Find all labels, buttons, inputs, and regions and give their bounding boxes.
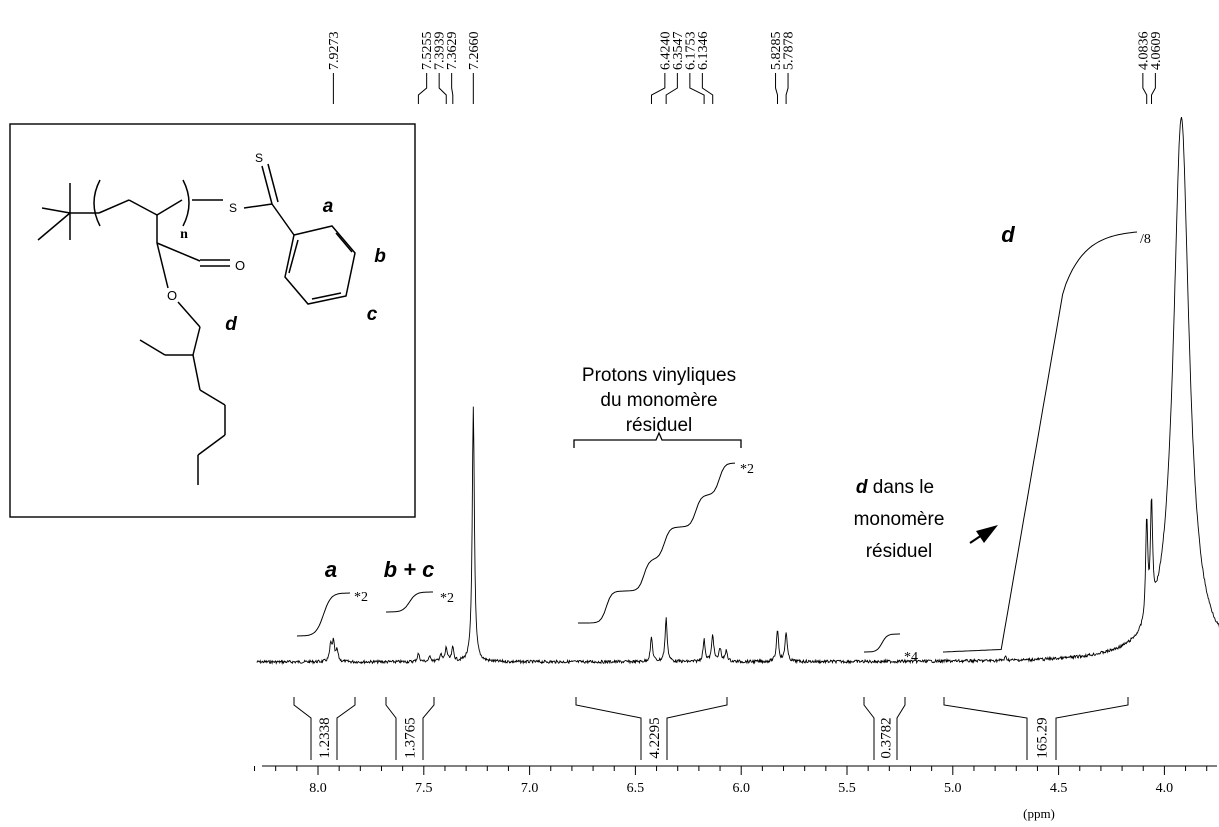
peak-label: 4.0609 bbox=[1149, 32, 1164, 71]
peak-label-leader bbox=[701, 73, 714, 104]
x-axis-tick-label: 6.0 bbox=[732, 781, 750, 796]
spectrum-trace bbox=[256, 117, 1219, 665]
peak-label: 7.9273 bbox=[327, 32, 342, 71]
vinyl-annotation-line-3: résiduel bbox=[626, 415, 693, 436]
ester-oxygen-atom: O bbox=[167, 288, 177, 303]
integral-bracket bbox=[293, 697, 356, 760]
peak-label-leader bbox=[665, 73, 678, 104]
peak-label-leader bbox=[650, 73, 666, 104]
annotation-a: a bbox=[325, 557, 337, 582]
integral-scale-label: *2 bbox=[440, 591, 454, 606]
residual-d-label: d bbox=[856, 477, 868, 498]
peak-label-leader bbox=[1151, 73, 1156, 104]
integral-curve bbox=[578, 462, 736, 624]
peak-label: 7.5255 bbox=[420, 32, 435, 71]
peak-label: 6.3547 bbox=[671, 32, 686, 71]
x-axis-tick-label: 4.0 bbox=[1156, 781, 1174, 796]
residual-d-line-2: monomère bbox=[854, 509, 945, 530]
repeat-subscript-n: n bbox=[180, 227, 188, 242]
vinyl-annotation-line-2: du monomère bbox=[600, 390, 717, 411]
chemical-structure: S S O O n a b c d bbox=[9, 123, 416, 518]
peak-label-leader bbox=[451, 73, 454, 104]
peak-label: 6.4240 bbox=[658, 32, 673, 71]
peak-label: 7.3939 bbox=[433, 32, 448, 71]
peak-label: 4.0836 bbox=[1136, 32, 1151, 71]
structure-label-b: b bbox=[374, 246, 386, 267]
sulfur-atom: S bbox=[229, 201, 237, 215]
x-axis: 8.07.57.06.56.05.55.04.54.03.53.0 bbox=[254, 765, 1217, 796]
integral-scale-label: *4 bbox=[904, 650, 918, 665]
residual-d-arrow-head bbox=[976, 525, 998, 543]
integral-value: 0.3782 bbox=[879, 717, 895, 758]
integral-value: 1.3765 bbox=[403, 717, 419, 758]
peak-label-leader bbox=[689, 73, 705, 104]
x-axis-tick-label: 5.5 bbox=[838, 781, 856, 796]
thione-sulfur-atom: S bbox=[255, 151, 263, 165]
structure-label-a: a bbox=[323, 196, 334, 217]
vinyl-annotation-line-1: Protons vinyliques bbox=[582, 365, 736, 386]
x-axis-tick-label: 8.0 bbox=[309, 781, 327, 796]
x-axis-tick-label: 4.5 bbox=[1050, 781, 1068, 796]
integral-curve bbox=[942, 231, 1138, 653]
residual-d-line-3: résiduel bbox=[866, 541, 933, 562]
peak-label-leader bbox=[1142, 73, 1148, 104]
peak-label-leader bbox=[417, 73, 428, 104]
x-axis-unit-label: (ppm) bbox=[1023, 806, 1055, 821]
integral-bracket bbox=[385, 697, 435, 760]
integral-scale-label: *2 bbox=[740, 462, 754, 477]
integral-curves: *2 *2 *2 *4/8 bbox=[297, 231, 1151, 665]
x-axis-tick-label: 5.0 bbox=[944, 781, 962, 796]
x-axis-tick-label: 7.5 bbox=[415, 781, 433, 796]
structure-label-c: c bbox=[367, 304, 378, 325]
integral-value: 165.29 bbox=[1035, 717, 1051, 758]
carbonyl-oxygen-atom: O bbox=[235, 258, 245, 273]
annotation-b-plus-c: b + c bbox=[384, 557, 435, 582]
annotation-d-polymer: d bbox=[1001, 222, 1015, 247]
peak-label: 5.7878 bbox=[782, 32, 797, 71]
integral-bracket bbox=[863, 697, 906, 760]
residual-d-line-1: d dans le bbox=[856, 477, 934, 498]
integral-value: 1.2338 bbox=[317, 717, 333, 758]
integral-brackets: 1.2338 1.3765 4.2295 0.3782 165.29 bbox=[293, 697, 1129, 760]
x-axis-tick-label: 6.5 bbox=[627, 781, 645, 796]
structure-label-d: d bbox=[225, 314, 237, 335]
integral-value: 4.2295 bbox=[647, 717, 663, 758]
peak-label-leader bbox=[775, 73, 778, 104]
structure-frame bbox=[9, 123, 416, 518]
residual-d-annotation: d dans le monomère résiduel bbox=[854, 477, 998, 562]
peak-label: 6.1753 bbox=[683, 32, 698, 71]
vinyl-proton-annotation: Protons vinyliques du monomère résiduel bbox=[573, 365, 742, 448]
peak-label: 5.8285 bbox=[769, 32, 784, 71]
structure-bonds bbox=[37, 163, 356, 485]
peak-label-leader bbox=[438, 73, 447, 104]
peak-label: 7.2660 bbox=[467, 32, 482, 71]
residual-d-text: dans le bbox=[868, 477, 935, 498]
integral-scale-label: /8 bbox=[1140, 232, 1151, 247]
x-axis-tick-label: 7.0 bbox=[521, 781, 539, 796]
integral-bracket bbox=[943, 697, 1129, 760]
integral-scale-label: *2 bbox=[354, 590, 368, 605]
integral-curve bbox=[297, 592, 350, 637]
peak-label: 6.1346 bbox=[696, 32, 711, 71]
integral-bracket bbox=[575, 697, 728, 760]
integral-curve bbox=[386, 591, 433, 613]
peak-label: 7.3629 bbox=[445, 32, 460, 71]
vinyl-region-brace bbox=[573, 431, 742, 448]
integral-curve bbox=[864, 633, 900, 653]
peak-label-leader bbox=[785, 73, 789, 104]
